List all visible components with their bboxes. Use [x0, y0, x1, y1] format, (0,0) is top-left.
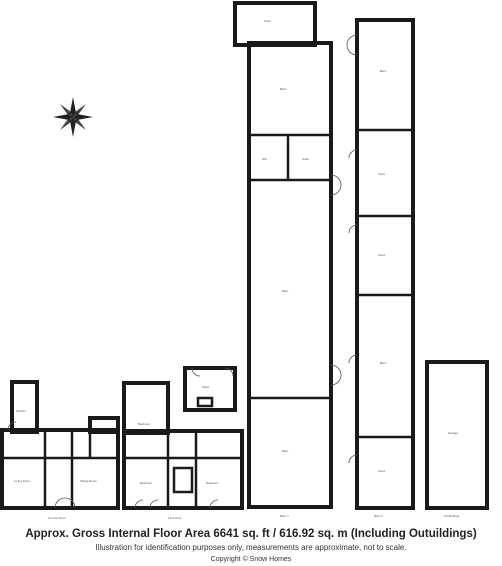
disclaimer-text: Illustration for identification purposes…	[95, 543, 407, 552]
svg-text:Bedroom: Bedroom	[138, 422, 151, 426]
garage-plan: Garage Outbuilding	[425, 360, 489, 518]
svg-text:Bedroom: Bedroom	[206, 481, 219, 485]
svg-text:Store: Store	[302, 157, 310, 161]
barn-one-plan: Store Barn WC Store Barn Barn Barn 1	[233, 1, 342, 518]
svg-text:Barn: Barn	[282, 449, 289, 453]
svg-text:Barn: Barn	[282, 289, 289, 293]
svg-text:Bedroom: Bedroom	[140, 481, 153, 485]
svg-text:Ground Floor: Ground Floor	[48, 516, 66, 520]
svg-text:Barn: Barn	[280, 87, 287, 91]
svg-text:Sitting Room: Sitting Room	[80, 479, 98, 483]
svg-text:Store: Store	[378, 172, 386, 176]
svg-text:Store: Store	[378, 253, 386, 257]
copyright-text: Copyright © Snow Homes	[210, 556, 292, 563]
svg-text:Store: Store	[264, 19, 272, 23]
floor-area-caption: Approx. Gross Internal Floor Area 6641 s…	[25, 528, 477, 540]
svg-text:Kitchen: Kitchen	[16, 409, 26, 413]
small-outbuilding-plan: Store	[183, 366, 237, 412]
svg-text:Barn: Barn	[380, 361, 387, 365]
svg-text:Garage: Garage	[448, 431, 458, 435]
svg-text:Barn 2: Barn 2	[374, 514, 383, 518]
compass-rose-icon	[53, 97, 93, 137]
svg-text:Store: Store	[378, 469, 386, 473]
svg-text:Barn 1: Barn 1	[280, 514, 289, 518]
first-floor-plan: Bedroom Bedroom Bedroom First Floor	[122, 381, 244, 520]
barn-two-plan: Barn Store Store Barn Store Barn 2	[346, 18, 415, 518]
svg-text:First Floor: First Floor	[168, 516, 182, 520]
svg-text:Barn: Barn	[380, 69, 387, 73]
ground-floor-plan: Kitchen Living Room Sitting Room Ground …	[0, 380, 120, 520]
svg-text:Store: Store	[202, 385, 210, 389]
floor-plan: Kitchen Living Room Sitting Room Ground …	[0, 1, 489, 520]
svg-text:Living Room: Living Room	[14, 479, 31, 483]
svg-text:WC: WC	[262, 157, 268, 161]
svg-text:Outbuilding: Outbuilding	[444, 514, 460, 518]
